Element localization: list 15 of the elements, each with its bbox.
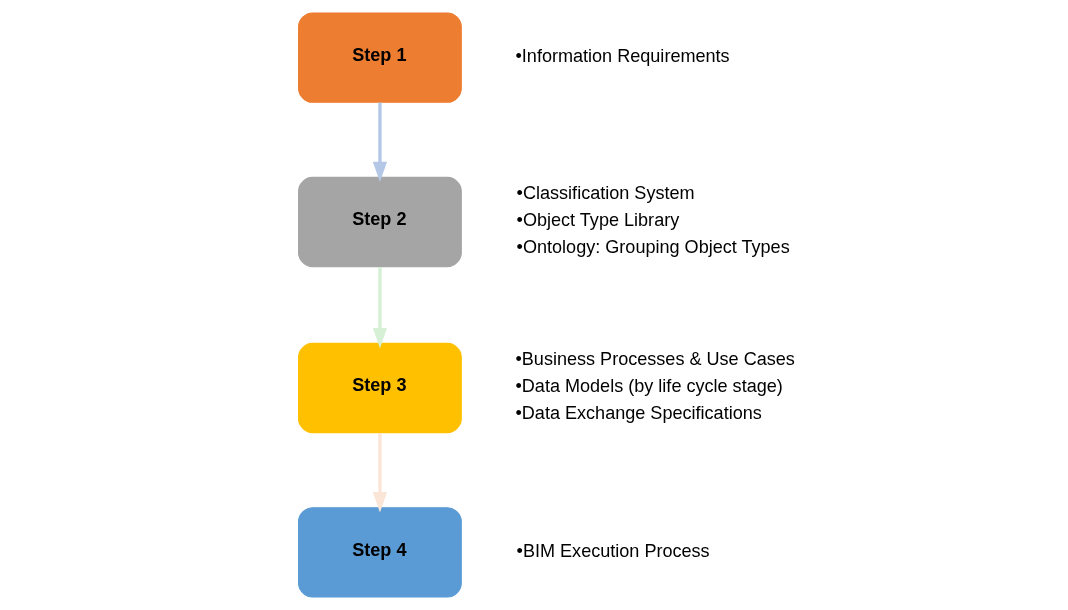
node-box: Step 2	[297, 176, 462, 268]
arrow	[372, 102, 387, 183]
node-label: •BIM Execution Process	[516, 540, 710, 561]
node-label: •Object Type Library	[516, 210, 679, 231]
node-label: •Ontology: Grouping Object Types	[516, 237, 790, 258]
node-label: •Data Models (by life cycle stage)	[515, 376, 783, 397]
arrow	[372, 267, 387, 349]
arrow	[372, 433, 387, 513]
node-label: •Classification System	[516, 183, 695, 204]
node-box: Step 1	[297, 12, 462, 103]
node-label: •Data Exchange Specifications	[515, 403, 762, 424]
node-box: Step 3	[297, 342, 462, 434]
node-box: Step 4	[297, 507, 462, 598]
node-label: •Business Processes & Use Cases	[515, 349, 795, 370]
node-label: •Information Requirements	[515, 45, 730, 66]
